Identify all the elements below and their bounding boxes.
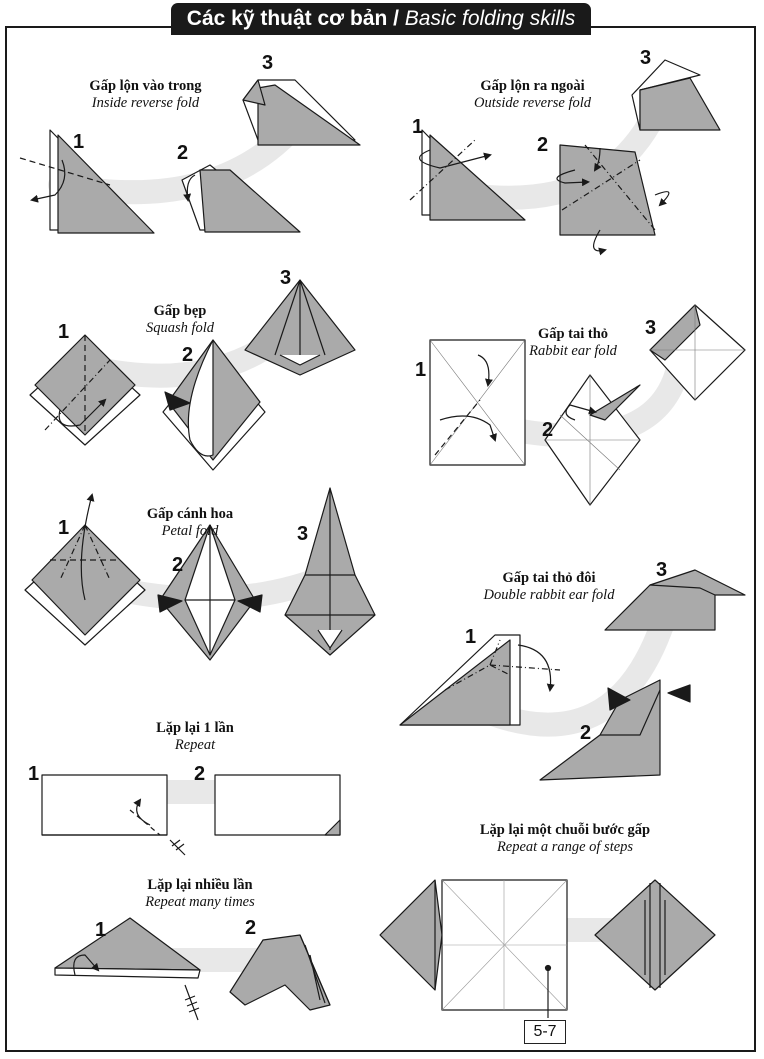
double-rabbit-step-1: 1	[465, 626, 477, 648]
repeat-range-label-vi: Lặp lại một chuỗi bước gấp	[479, 822, 651, 838]
repeat-range-left-diagram	[379, 879, 443, 991]
inside-reverse-label-vi: Gấp lộn vào trong	[89, 78, 202, 94]
double-rabbit-step-2: 2	[580, 722, 592, 744]
title-english: Basic folding skills	[404, 7, 576, 30]
repeat-range-label-en: Repeat a range of steps	[496, 839, 634, 855]
inside-reverse-step-1: 1	[73, 131, 85, 153]
petal-step-1: 1	[58, 517, 70, 539]
petal-step2-diagram	[157, 524, 263, 661]
page-title: Các kỹ thuật cơ bản / Basic folding skil…	[171, 3, 591, 35]
squash-step1-diagram	[29, 334, 141, 446]
repeat-step2-diagram	[214, 774, 341, 836]
inside-reverse-label-en: Inside reverse fold	[91, 95, 200, 111]
outside-reverse-step-2: 2	[537, 134, 549, 156]
repeat-label-vi: Lặp lại 1 lần	[156, 720, 234, 736]
squash-step-1: 1	[58, 321, 70, 343]
title-tab	[171, 3, 591, 35]
outside-reverse-step3-diagram	[631, 59, 721, 131]
squash-label-vi: Gấp bẹp	[153, 303, 207, 319]
rabbit-ear-label-en: Rabbit ear fold	[529, 343, 617, 359]
repeat-range-right-diagram	[594, 879, 716, 991]
title-separator: /	[387, 7, 405, 30]
squash-step3-diagram	[244, 279, 356, 376]
double-rabbit-step1-diagram	[399, 634, 561, 726]
repeat-step1-diagram	[41, 774, 186, 856]
inside-reverse-step2-diagram	[181, 164, 301, 233]
repeat-range-sheet-diagram	[441, 879, 568, 1018]
squash-step2-diagram	[162, 339, 266, 471]
repeat-many-step-2: 2	[245, 917, 257, 939]
double-rabbit-label-en: Double rabbit ear fold	[483, 587, 615, 603]
outside-reverse-step2-diagram	[556, 144, 670, 256]
squash-step-3: 3	[280, 267, 292, 289]
repeat-step-2: 2	[194, 763, 206, 785]
inside-reverse-step-3: 3	[262, 52, 274, 74]
petal-step-2: 2	[172, 554, 184, 576]
petal-label-en: Petal fold	[161, 523, 219, 539]
rabbit-ear-step3-diagram	[649, 304, 746, 401]
rabbit-ear-step2-diagram	[544, 374, 641, 506]
outside-reverse-step1-diagram	[409, 129, 526, 221]
outside-reverse-label-en: Outside reverse fold	[473, 95, 592, 111]
petal-step-3: 3	[297, 523, 309, 545]
petal-step3-diagram	[284, 487, 376, 656]
repeat-many-step-1: 1	[95, 919, 107, 941]
squash-label-en: Squash fold	[145, 320, 215, 336]
rabbit-ear-step-1: 1	[415, 359, 427, 381]
title-vietnamese: Các kỹ thuật cơ bản	[186, 7, 388, 30]
rabbit-ear-label-vi: Gấp tai thỏ	[537, 326, 609, 342]
repeat-many-step1-diagram	[54, 917, 201, 1021]
inside-reverse-step1-diagram	[19, 129, 155, 234]
petal-step1-diagram	[24, 493, 146, 646]
step-range-reference: 5-7	[524, 1020, 566, 1044]
repeat-many-label-vi: Lặp lại nhiều lần	[147, 877, 253, 893]
repeat-label-en: Repeat	[174, 737, 216, 753]
petal-label-vi: Gấp cánh hoa	[146, 506, 234, 522]
outside-reverse-label-vi: Gấp lộn ra ngoài	[480, 78, 585, 94]
double-rabbit-step3-diagram	[604, 569, 746, 631]
squash-step-2: 2	[182, 344, 194, 366]
inside-reverse-step-2: 2	[177, 142, 189, 164]
rabbit-ear-step-2: 2	[542, 419, 554, 441]
repeat-many-step2-diagram	[229, 934, 331, 1011]
inside-reverse-step3-diagram	[242, 79, 361, 146]
repeat-step-1: 1	[28, 763, 40, 785]
repeat-many-label-en: Repeat many times	[145, 894, 255, 910]
outside-reverse-step-1: 1	[412, 116, 424, 138]
rabbit-ear-step-3: 3	[645, 317, 657, 339]
rabbit-ear-step1-diagram	[429, 339, 526, 466]
double-rabbit-label-vi: Gấp tai thỏ đôi	[502, 570, 596, 586]
outside-reverse-step-3: 3	[640, 47, 652, 69]
double-rabbit-step-3: 3	[656, 559, 668, 581]
double-rabbit-step2-diagram	[539, 679, 691, 781]
